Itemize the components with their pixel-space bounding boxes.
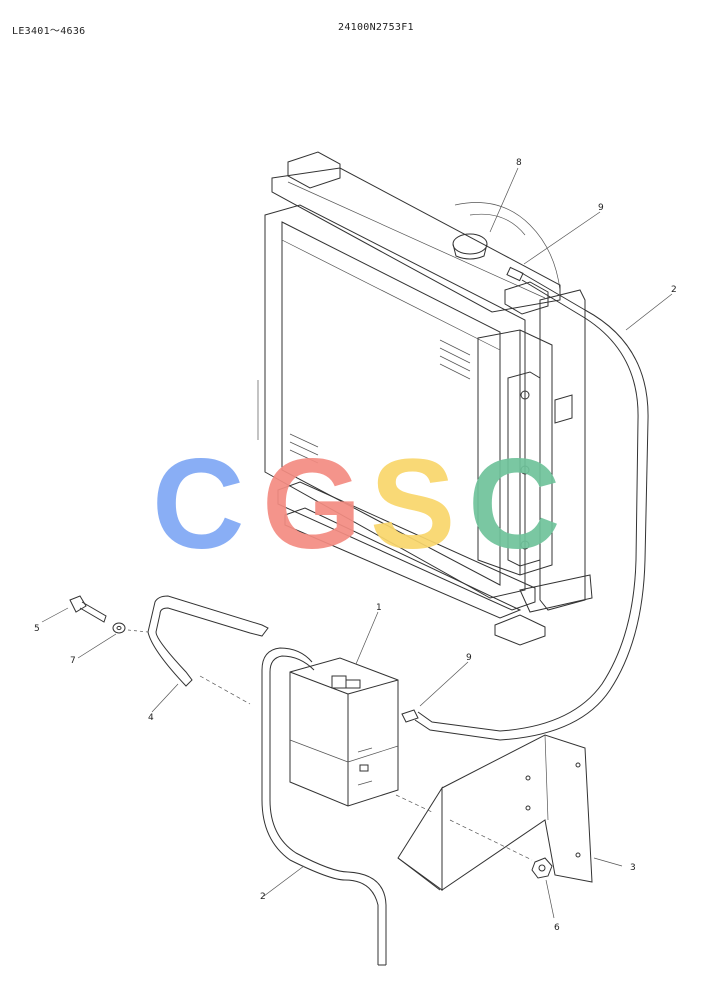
callout-9-radiator: 9: [598, 203, 604, 213]
callout-3: 3: [630, 863, 636, 873]
watermark-letter-c1: C: [152, 433, 244, 576]
overflow-hose-lower: [261, 647, 387, 966]
leader-lines: [41, 167, 673, 919]
callout-4: 4: [148, 713, 154, 723]
bolt: [69, 595, 107, 623]
callout-6: 6: [554, 923, 560, 933]
watermark-letter-g: G: [262, 433, 362, 576]
callout-labels: 8 9 2 1 9 5 7 4 2 3 6: [34, 158, 677, 933]
serial-range-label: LE3401～4636: [12, 26, 86, 37]
callout-1: 1: [376, 603, 382, 613]
callout-2-upper: 2: [671, 285, 677, 295]
callout-8: 8: [516, 158, 522, 168]
radiator-assembly: [257, 151, 593, 646]
overflow-hose-upper: [414, 271, 649, 741]
watermark-letter-c2: C: [468, 433, 560, 576]
washer: [112, 622, 126, 634]
callout-2-lower: 2: [260, 892, 266, 902]
callout-9-tank: 9: [466, 653, 472, 663]
tank-band: [147, 595, 269, 687]
nut: [531, 857, 553, 879]
drawing-number-label: 24100N2753F1: [338, 22, 414, 33]
callout-5: 5: [34, 624, 40, 634]
watermark-letter-s: S: [370, 433, 455, 576]
tank-bracket: [397, 734, 593, 891]
callout-7: 7: [70, 656, 76, 666]
watermark-logo: C G S C: [152, 433, 560, 576]
reserve-tank: [289, 657, 419, 807]
